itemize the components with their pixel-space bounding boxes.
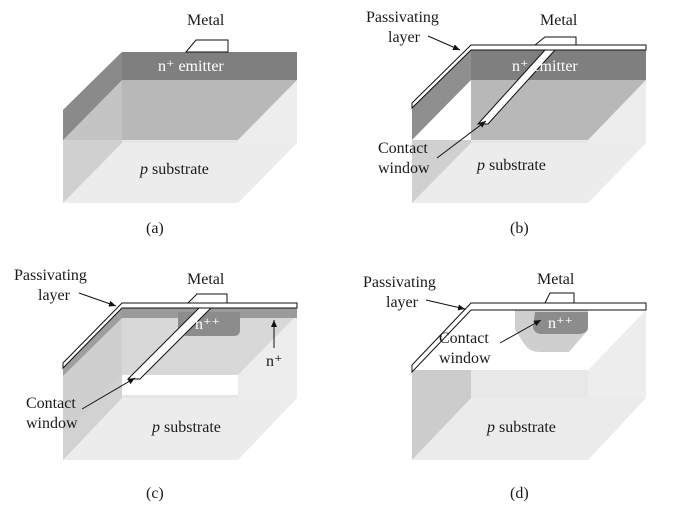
passivating-label-line2: layer [38, 287, 71, 304]
caption-b: (b) [510, 220, 529, 237]
n-plus-plus-region [533, 312, 588, 334]
substrate-highlight [412, 398, 646, 460]
passivating-label-line2: layer [388, 29, 421, 46]
panel-b: Metal Passivating layer n⁺ emitter Conta… [366, 9, 647, 237]
contact-window[interactable] [126, 307, 213, 380]
passivating-pointer [78, 292, 117, 307]
emitter-left-face [412, 50, 471, 140]
contact-pointer [436, 120, 487, 159]
caption-c: (c) [146, 485, 164, 502]
passivating-layer[interactable] [62, 302, 298, 370]
passivating-label-line1: Passivating [366, 9, 439, 26]
emitter-label: n⁺ emitter [512, 58, 578, 75]
contact-label-line2: window [378, 160, 430, 177]
contact-label-line2: window [26, 415, 78, 432]
n-plus-left [63, 312, 122, 435]
panel-a: Metal n⁺ emitter p substrate (a) [63, 12, 297, 237]
metal-label: Metal [187, 271, 225, 288]
n-plus-label: n⁺ [266, 353, 282, 370]
passivating-label-line1: Passivating [14, 267, 87, 284]
n-plus-left-strip [63, 308, 122, 376]
substrate-highlight [63, 398, 297, 460]
emitter-top-strip [122, 52, 297, 80]
metal-contact[interactable] [544, 292, 575, 304]
passivating-layer[interactable] [411, 44, 647, 110]
emitter-front-face [122, 80, 297, 140]
substrate-highlight [63, 143, 297, 203]
panel-d: Metal Passivating layer n⁺⁺ Contact wind… [363, 271, 647, 502]
passivating-pointer [427, 35, 461, 51]
substrate-side-face [412, 140, 471, 203]
contact-pointer [81, 377, 136, 410]
contact-label-line1: Contact [439, 330, 489, 347]
emitter-top-strip [471, 50, 646, 80]
metal-contact[interactable] [184, 39, 229, 53]
caption-a: (a) [146, 220, 164, 237]
substrate-label: p substrate [139, 161, 209, 178]
n-plus-region [122, 315, 297, 375]
metal-label: Metal [540, 12, 578, 29]
contact-label-line1: Contact [378, 140, 428, 157]
panel-c: Metal Passivating layer n⁺⁺ n⁺ Contact w… [14, 267, 298, 502]
substrate-side-face [63, 140, 122, 203]
passivating-layer[interactable] [411, 302, 647, 374]
contact-label-line1: Contact [26, 395, 76, 412]
substrate-label: p substrate [476, 157, 546, 174]
substrate-label: p substrate [151, 419, 221, 436]
substrate-label: p substrate [486, 419, 556, 436]
n-plus-plus-label: n⁺⁺ [195, 316, 220, 333]
metal-contact[interactable] [186, 293, 228, 304]
passivating-pointer [425, 299, 466, 311]
caption-d: (d) [510, 485, 529, 502]
metal-contact[interactable] [533, 36, 577, 46]
n-plus-plus-label: n⁺⁺ [548, 315, 573, 332]
metal-label: Metal [537, 271, 575, 288]
contact-pointer [499, 319, 542, 344]
contact-label-line2: window [439, 350, 491, 367]
metal-label: Metal [187, 12, 225, 29]
substrate-highlight [412, 143, 646, 203]
passivating-label-line2: layer [386, 294, 419, 311]
emitter-label: n⁺ emitter [158, 58, 224, 75]
passivating-label-line1: Passivating [363, 274, 436, 291]
